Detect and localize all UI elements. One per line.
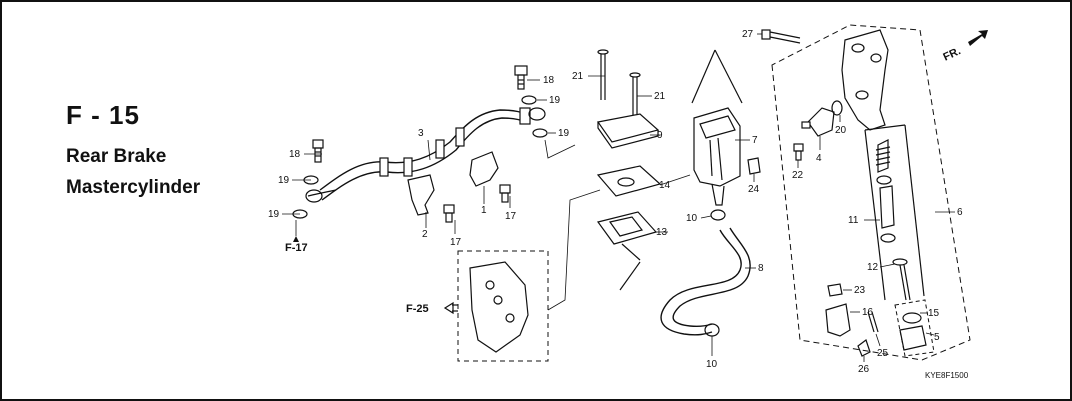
pushrod-12 (892, 258, 911, 301)
front-direction-label: FR. (941, 45, 962, 63)
callout-19-a: 19 (278, 175, 290, 186)
reservoir-7 (691, 49, 743, 206)
master-cylinder-body (841, 29, 889, 131)
callout-21-a: 21 (572, 71, 584, 82)
bolt-17-a (443, 204, 455, 223)
inset-box (457, 250, 549, 362)
cap-24 (747, 157, 761, 175)
bolt-27 (761, 29, 801, 44)
callout-2: 2 (422, 229, 428, 240)
bolt-18-right (514, 65, 528, 90)
callout-26: 26 (858, 364, 870, 375)
ref-f17: F-17 (285, 242, 308, 254)
callout-24: 24 (748, 184, 760, 195)
title-line-2: Mastercylinder (66, 177, 201, 198)
callout-15: 15 (928, 308, 940, 319)
callout-23: 23 (854, 285, 866, 296)
clip-10-b (704, 323, 720, 337)
boot-15 (902, 312, 922, 324)
clamp-2 (407, 174, 435, 216)
joint-4 (807, 107, 835, 137)
washer-19-d (532, 128, 548, 138)
callout-10-b: 10 (706, 359, 718, 370)
cotter-26 (857, 339, 871, 357)
nut-23 (827, 283, 843, 297)
callout-25: 25 (877, 348, 889, 359)
front-direction-arrow (968, 30, 988, 46)
hose-8 (660, 229, 742, 336)
clip-10-a (710, 209, 726, 221)
callout-20: 20 (835, 125, 847, 136)
callout-19-c: 19 (549, 95, 561, 106)
pin-25 (867, 311, 875, 333)
callout-18-b: 18 (543, 75, 555, 86)
section-code: F - 15 (66, 100, 140, 130)
callout-19-d: 19 (558, 128, 570, 139)
joint-5 (899, 325, 927, 351)
callout-4: 4 (816, 153, 822, 164)
oring-20 (831, 100, 843, 116)
title-line-1: Rear Brake (66, 146, 167, 167)
callout-16: 16 (862, 307, 874, 318)
screw-21-b (629, 72, 641, 120)
callout-14: 14 (659, 180, 671, 191)
callout-21-b: 21 (654, 91, 666, 102)
clevis-16 (825, 303, 851, 337)
screw-21-a (597, 49, 609, 100)
callout-12: 12 (867, 262, 879, 273)
callout-6: 6 (957, 207, 963, 218)
callout-22: 22 (792, 170, 804, 181)
callout-9: 9 (657, 130, 663, 141)
callout-10-a: 10 (686, 213, 698, 224)
diagram-code: KYE8F1500 (925, 371, 969, 380)
diaphragm-13 (596, 211, 658, 245)
washer-19-c (521, 95, 537, 105)
callout-17-a: 17 (450, 237, 462, 248)
assembly-outline (771, 24, 971, 361)
bolt-18-left (312, 139, 324, 163)
diaphragm-plate-14 (596, 165, 662, 197)
callout-19-b: 19 (268, 209, 280, 220)
callout-7: 7 (752, 135, 758, 146)
callout-27: 27 (742, 29, 754, 40)
mounting-bracket (469, 261, 529, 353)
callout-8: 8 (758, 263, 764, 274)
callout-5: 5 (934, 332, 940, 343)
callout-11: 11 (848, 215, 859, 226)
clamp-1 (469, 151, 499, 187)
callout-18-a: 18 (289, 149, 301, 160)
ref-f25: F-25 (406, 303, 429, 315)
callout-3: 3 (418, 128, 424, 139)
callout-17-b: 17 (505, 211, 517, 222)
callout-13: 13 (656, 227, 668, 238)
bolt-17-b (499, 184, 511, 203)
piston-assembly-11 (864, 124, 925, 301)
brake-hose (319, 109, 531, 191)
bolt-22 (793, 143, 804, 161)
callout-1: 1 (481, 205, 487, 216)
